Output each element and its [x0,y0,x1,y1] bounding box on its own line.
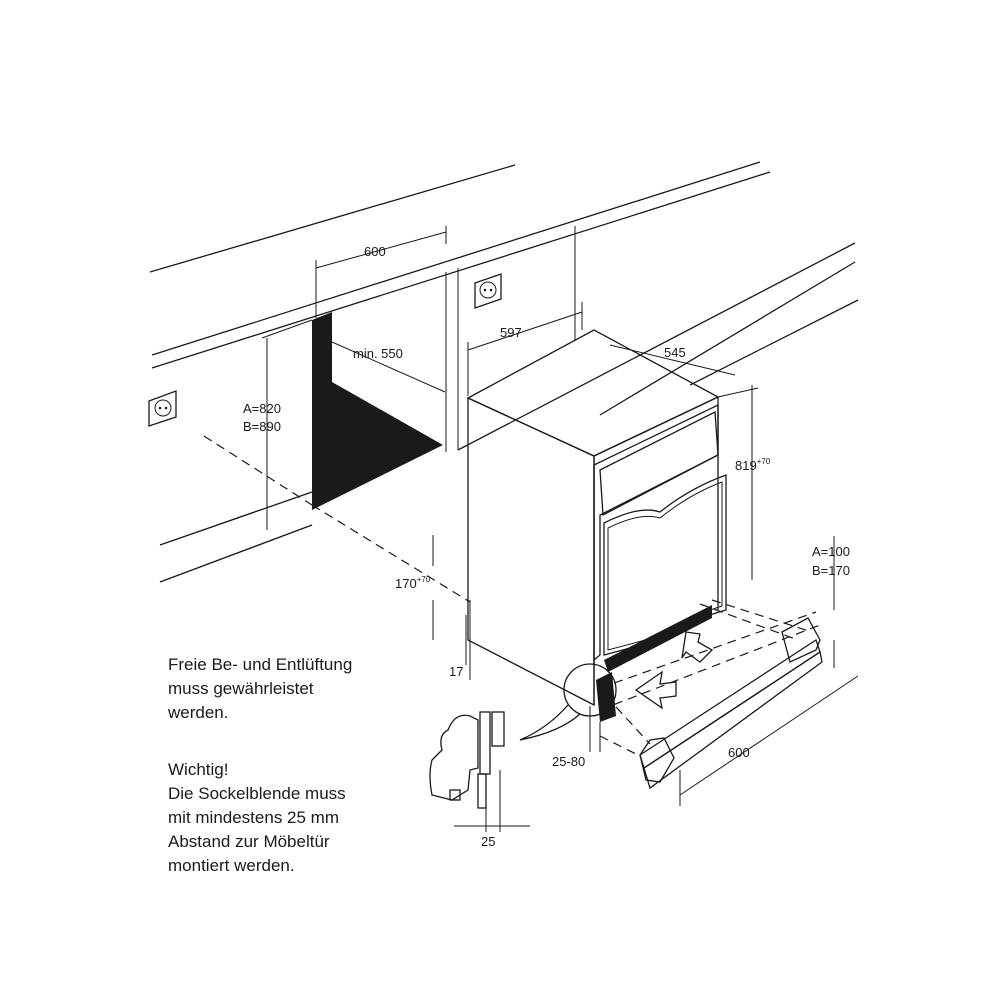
plinth-width-label: 600 [728,745,750,760]
plinth-height-a-label: A=100 [812,544,850,559]
important-note: Wichtig! Die Sockelblende muss mit minde… [168,758,346,878]
wall-socket-right-icon [474,273,502,309]
plinth-gap-label: 25-80 [552,754,585,769]
niche-opening [312,312,443,510]
toe-offset-label: 17 [449,664,463,679]
dimension-lines [261,226,859,806]
ventilation-note-line: muss gewährleistet [168,679,314,698]
ventilation-note: Freie Be- und Entlüftung muss gewährleis… [168,653,352,725]
toe-height-label: 170+70 [395,575,431,591]
ventilation-note-line: werden. [168,703,229,722]
unit-depth-label: 545 [664,345,686,360]
ventilation-arrow-out-icon [681,631,714,663]
important-note-title: Wichtig! [168,760,229,779]
ventilation-note-line: Freie Be- und Entlüftung [168,655,353,674]
niche-height-b-label: B=890 [243,419,281,434]
important-note-line: montiert werden. [168,856,295,875]
detail-cross-section [429,711,530,832]
unit-width-label: 597 [500,325,522,340]
important-note-line: mit mindestens 25 mm [168,808,339,827]
important-note-line: Abstand zur Möbeltür [168,832,330,851]
ventilation-arrow-in-icon [634,670,677,710]
plinth-panel [639,617,823,790]
detail-gap-label: 25 [481,834,495,849]
niche-height-a-label: A=820 [243,401,281,416]
wall-socket-left-icon [148,390,177,427]
niche-width-label: 600 [364,244,386,259]
plinth-height-b-label: B=170 [812,563,850,578]
dashed-guides [203,435,821,757]
detail-magnifier [519,663,617,741]
fridge-unit [466,329,727,722]
dimension-labels: 600 min. 550 A=820 B=890 597 545 819+70 … [243,244,850,849]
niche-depth-label: min. 550 [353,346,403,361]
unit-height-label: 819+70 [735,457,771,473]
important-note-line: Die Sockelblende muss [168,784,346,803]
